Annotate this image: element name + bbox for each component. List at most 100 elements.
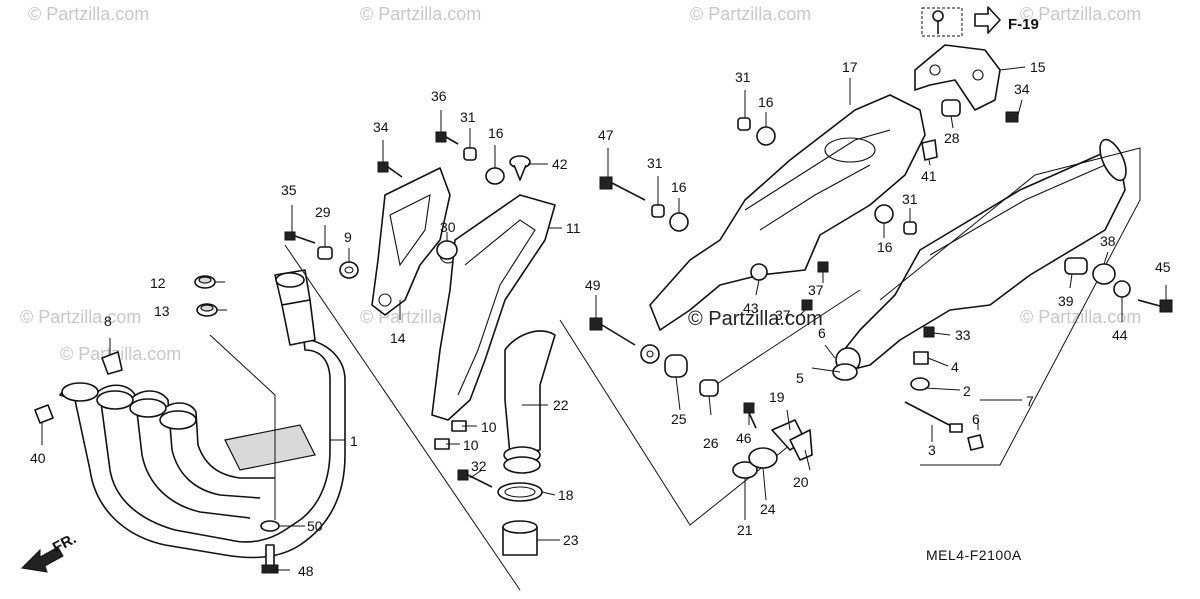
- lower-heat-guard: [649, 94, 926, 331]
- grommet-12: [194, 275, 216, 289]
- callout: 8: [104, 313, 112, 329]
- callout: 13: [154, 303, 170, 319]
- center-watermark: © Partzilla.com: [688, 308, 823, 330]
- exhaust-headers: [59, 269, 346, 559]
- collar-31: [463, 147, 477, 161]
- bolt-47: [743, 402, 757, 429]
- joint-pipe: [503, 330, 556, 474]
- front-arrow-icon: [20, 546, 64, 573]
- watermark: © Partzilla.com: [28, 4, 149, 24]
- callout: 31: [647, 155, 663, 171]
- callout: 31: [735, 69, 751, 85]
- collar-25: [664, 354, 688, 378]
- band-clamp: [497, 482, 543, 502]
- callout: 5: [796, 370, 804, 386]
- washer-45: [640, 344, 660, 364]
- bolt-37b: [801, 299, 813, 311]
- rubber-30: [436, 240, 458, 260]
- callout: 17: [842, 59, 858, 75]
- callout: 16: [877, 239, 893, 255]
- collar-29: [317, 246, 333, 260]
- callout-numbers: 1 2 3 4 5 6 6 7 8 9 10 10 11 12 13 14 15…: [30, 59, 1171, 579]
- collar-31d: [903, 221, 917, 235]
- callout: 47: [598, 127, 614, 143]
- callout: 41: [921, 168, 937, 184]
- rubber-16c: [756, 126, 776, 146]
- callout: 18: [558, 487, 574, 503]
- callout: 24: [760, 501, 776, 517]
- gasket-24: [748, 447, 778, 469]
- callout: 37: [808, 282, 824, 298]
- callout: 16: [758, 94, 774, 110]
- callout: 15: [1030, 59, 1046, 75]
- sensor-3: [904, 401, 963, 433]
- callout: 22: [553, 397, 569, 413]
- bolt-37a: [817, 261, 829, 273]
- callout: 1: [350, 433, 358, 449]
- callout: 39: [1058, 293, 1074, 309]
- ref-f19-label: F-19: [1008, 16, 1039, 33]
- callout: 40: [30, 450, 46, 466]
- callout: 10: [481, 419, 497, 435]
- leader-lines: [41, 66, 1167, 571]
- collar-26: [699, 379, 719, 397]
- collar-28: [941, 99, 961, 117]
- muffler: [835, 138, 1127, 373]
- watermark: © Partzilla.com: [20, 307, 141, 327]
- washer-51: [260, 520, 280, 532]
- nut-6: [967, 434, 984, 451]
- muffler-bracket: [914, 44, 1001, 111]
- callout: 32: [471, 458, 487, 474]
- collar-31c: [737, 117, 751, 131]
- callout: 35: [281, 182, 297, 198]
- bolt-36: [435, 131, 459, 145]
- callout: 44: [1112, 327, 1128, 343]
- gasket-collar: [502, 520, 538, 556]
- callout: 16: [671, 179, 687, 195]
- callout: 10: [463, 437, 479, 453]
- ref-f19-box: [921, 6, 1001, 37]
- callout: 34: [1014, 81, 1030, 97]
- callout: 28: [944, 130, 960, 146]
- callout: 43: [743, 300, 759, 316]
- collar-43: [750, 263, 768, 281]
- bolt-35: [284, 231, 316, 244]
- bolt-34: [377, 161, 403, 178]
- watermark: © Partzilla.com: [690, 4, 811, 24]
- callout: 6: [972, 411, 980, 427]
- callout: 21: [737, 522, 753, 538]
- washer-44: [1113, 280, 1131, 298]
- rubber-16b: [669, 212, 689, 232]
- bracket-20: [789, 429, 813, 461]
- collar-39: [1064, 257, 1088, 275]
- callout: 50: [307, 518, 323, 534]
- callout: 31: [460, 109, 476, 125]
- bolt-50: [589, 317, 636, 346]
- callout: 9: [344, 229, 352, 245]
- watermark: © Partzilla.com: [360, 4, 481, 24]
- clip-8: [101, 351, 123, 375]
- callout: 26: [703, 435, 719, 451]
- callout: 25: [671, 411, 687, 427]
- frame-line: [879, 147, 1141, 466]
- callout: 38: [1100, 233, 1116, 249]
- callout: 33: [955, 327, 971, 343]
- frame-line: [699, 289, 861, 396]
- watermark: © Partzilla.com: [1020, 4, 1141, 24]
- clip-41: [921, 139, 938, 161]
- callout: 14: [390, 330, 406, 346]
- diagram-code: MEL4-F2100A: [926, 547, 1022, 563]
- frame-line: [209, 334, 276, 520]
- bolt-48: [599, 176, 646, 201]
- callout: 48: [298, 563, 314, 579]
- bolt-33: [923, 326, 935, 338]
- callout: 34: [373, 119, 389, 135]
- bolt-46: [1137, 299, 1173, 313]
- exhaust-cover: [431, 194, 556, 421]
- collar-38: [1092, 263, 1116, 285]
- callout: 20: [793, 474, 809, 490]
- callout: 19: [769, 389, 785, 405]
- callout: 29: [315, 204, 331, 220]
- clamp-5: [832, 363, 858, 381]
